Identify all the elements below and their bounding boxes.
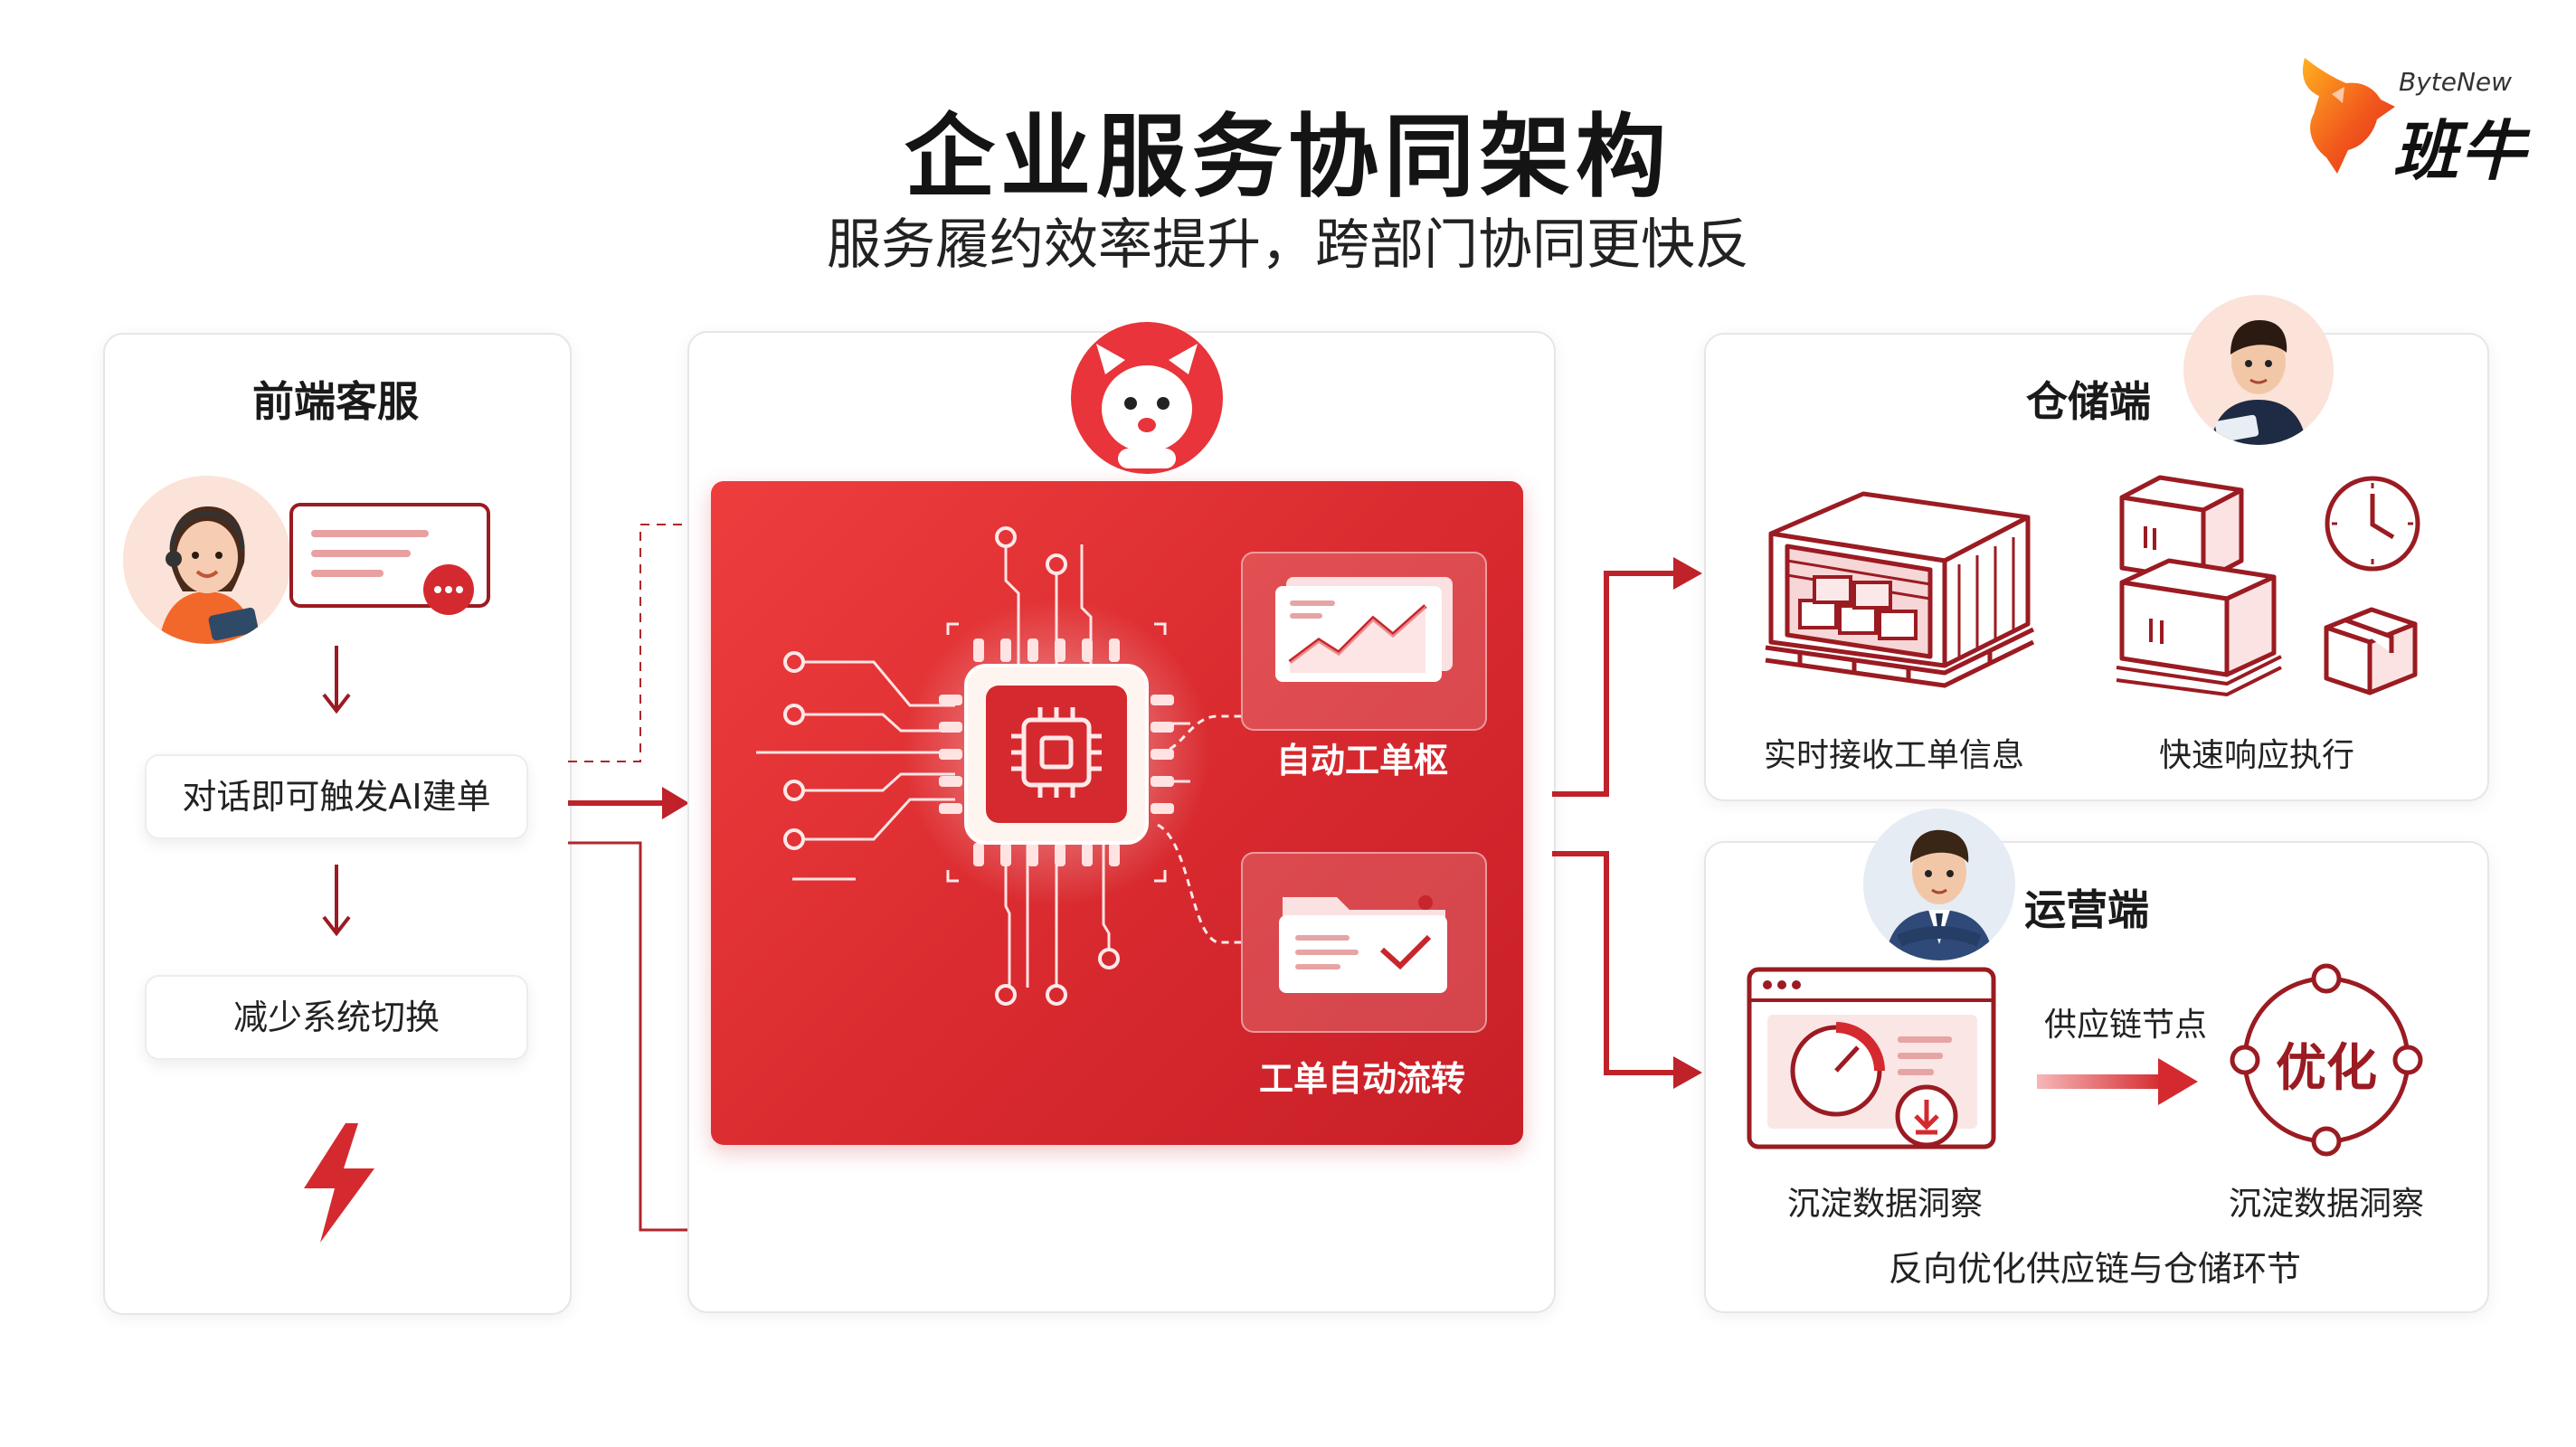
brand-name-en: ByteNew: [2399, 67, 2513, 97]
step-reduce-switch: 减少系统切换: [145, 975, 528, 1060]
auto-ticket-hub-label: 自动工单枢: [1275, 741, 1448, 780]
chat-bubble-icon: [288, 499, 496, 617]
optimize-cycle-icon: [2227, 960, 2426, 1159]
warehouse-worker-avatar: [2183, 295, 2334, 445]
support-agent-avatar: [123, 476, 291, 644]
arrow-right-icon: [2037, 1056, 2200, 1107]
bull-logo-icon: [2279, 51, 2406, 177]
dashboard-gauge-icon: [1746, 964, 2001, 1154]
arrow-down-icon: [318, 863, 355, 939]
warehouse-title: 仓储端: [2026, 377, 2151, 426]
connector-left: [568, 515, 689, 1239]
arrow-down-icon: [318, 644, 355, 716]
frontend-title: 前端客服: [252, 377, 419, 426]
warehouse-item-execute: 快速响应执行: [2158, 737, 2354, 774]
folder-check-icon: [1279, 895, 1447, 993]
ai-core-panel: 自动工单枢 工单自动流转: [711, 481, 1523, 1145]
ticket-auto-flow-card: [1241, 852, 1487, 1033]
page-title: 企业服务协同架构: [904, 104, 1672, 210]
operations-footer: 反向优化供应链与仓储环节: [1888, 1249, 2301, 1289]
operations-title: 运营端: [2024, 885, 2149, 934]
mascot-avatar: [1069, 320, 1225, 476]
package-box-icon: [2321, 602, 2420, 698]
warehouse-item-receive: 实时接收工单信息: [1763, 737, 2024, 774]
supply-chain-label: 供应链节点: [2043, 1007, 2207, 1044]
lightning-icon: [295, 1121, 382, 1244]
connector-right: [1552, 543, 1706, 1103]
brand-name-cn: 班牛: [2393, 113, 2528, 189]
clock-icon: [2323, 474, 2422, 573]
operations-manager-avatar: [1863, 809, 2015, 960]
trend-chart-icon: [1275, 577, 1453, 682]
operations-item-insight-1: 沉淀数据洞察: [1786, 1186, 1983, 1223]
optimize-label: 优化: [2276, 1039, 2377, 1098]
stacked-boxes-icon: [2115, 470, 2296, 696]
warehouse-building-icon: [1764, 488, 2035, 696]
ai-chip-icon: [756, 526, 1241, 1006]
step-ai-ticket: 对话即可触发AI建单: [145, 754, 528, 839]
ticket-auto-flow-label: 工单自动流转: [1258, 1059, 1465, 1099]
operations-item-insight-2: 沉淀数据洞察: [2228, 1186, 2424, 1223]
auto-ticket-hub-card: [1241, 552, 1487, 731]
page-subtitle: 服务履约效率提升，跨部门协同更快反: [827, 213, 1749, 277]
